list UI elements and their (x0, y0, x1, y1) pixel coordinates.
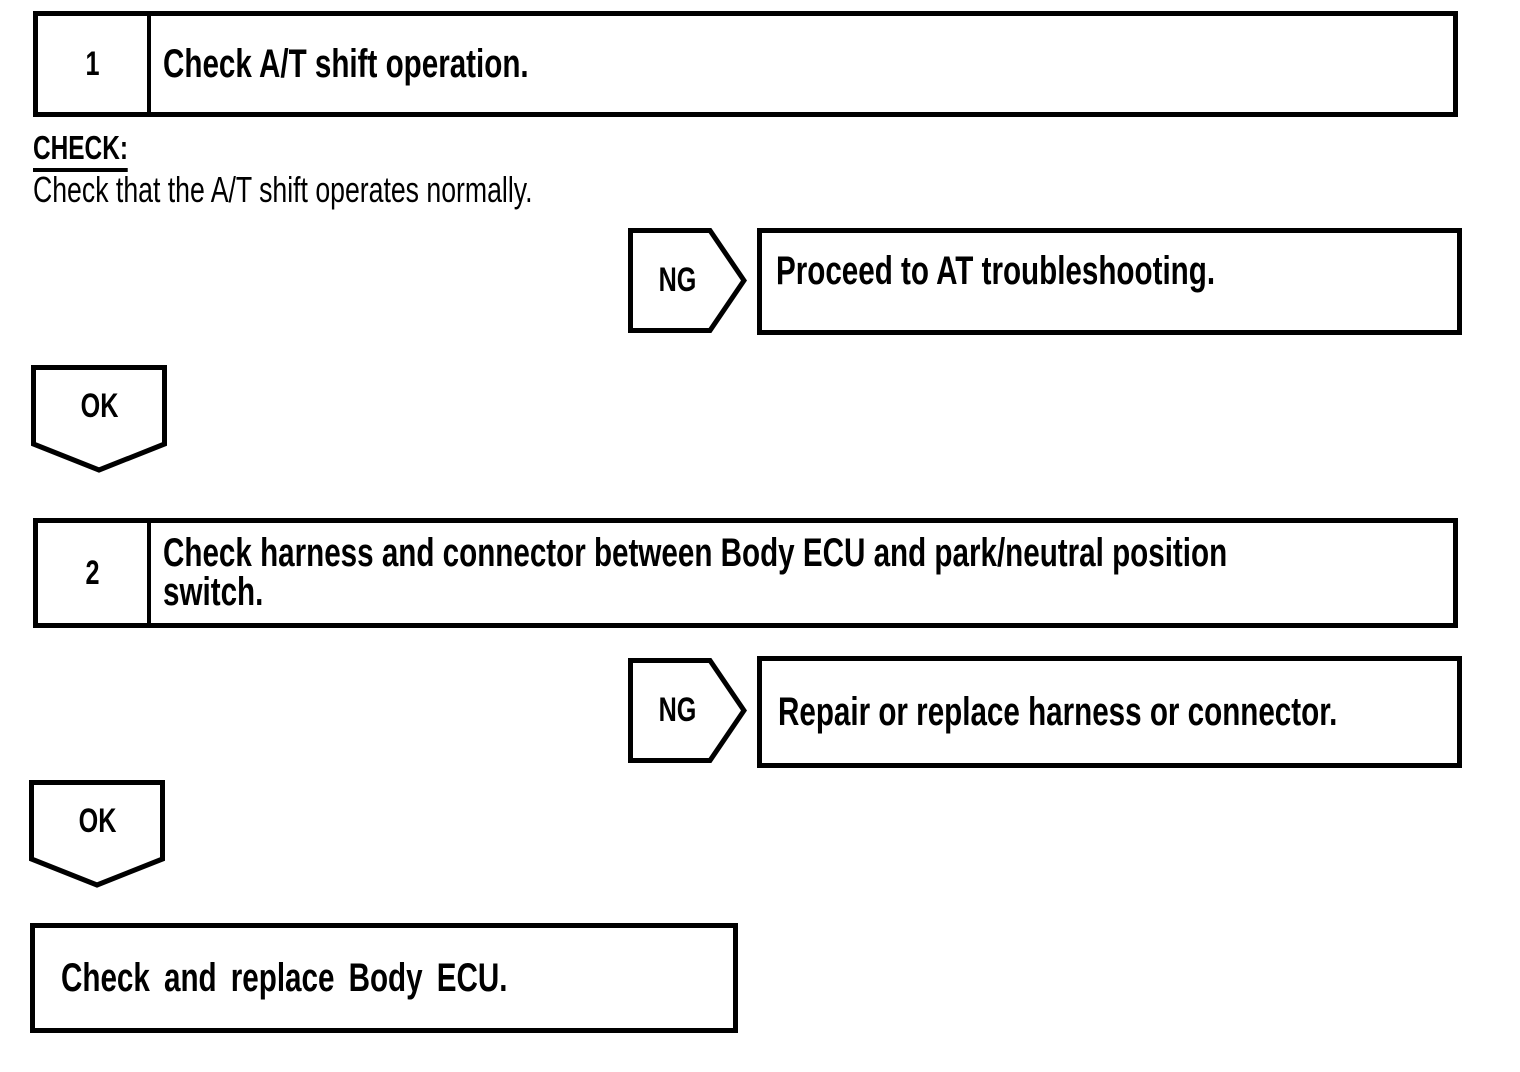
check-heading: CHECK: (33, 131, 161, 172)
ok-label: OK (80, 386, 118, 425)
ok-connector-1: OK (31, 365, 167, 473)
ng-label: NG (658, 261, 696, 299)
ok-connector-2: OK (29, 780, 165, 888)
step-1-number: 1 (85, 44, 100, 83)
ng-pentagon-shape (628, 228, 747, 333)
step-2-number-cell: 2 (38, 523, 151, 623)
step-1-box: 1 Check A/T shift operation. (33, 11, 1458, 117)
ng-action-box-1: Proceed to AT troubleshooting. (757, 228, 1462, 335)
ok-label: OK (78, 801, 116, 840)
step-1-number-cell: 1 (38, 16, 151, 112)
step-1-title: Check A/T shift operation. (163, 41, 529, 86)
step-1-title-cell: Check A/T shift operation. (151, 16, 1453, 112)
step-2-box: 2 Check harness and connector between Bo… (33, 518, 1458, 628)
ng-action-2-text: Repair or replace harness or connector. (778, 689, 1338, 734)
ng-pentagon-shape (628, 658, 747, 763)
final-action-box: Check and replace Body ECU. (30, 923, 738, 1033)
step-2-title-cell: Check harness and connector between Body… (151, 523, 1520, 623)
ng-action-1-text: Proceed to AT troubleshooting. (776, 249, 1216, 293)
step-2-title-line-1: Check harness and connector between Body… (163, 531, 1228, 575)
final-action-text: Check and replace Body ECU. (61, 955, 508, 1000)
ok-pentagon-shape (31, 365, 167, 473)
ok-pentagon-shape (29, 780, 165, 888)
ng-connector-2: NG (628, 658, 747, 763)
check-instruction: Check that the A/T shift operates normal… (33, 169, 533, 210)
step-2-title-line-2: switch. (163, 570, 264, 614)
step-2-number: 2 (85, 553, 100, 592)
ng-connector-1: NG (628, 228, 747, 333)
ng-label: NG (658, 691, 696, 729)
ng-action-box-2: Repair or replace harness or connector. (757, 656, 1462, 768)
